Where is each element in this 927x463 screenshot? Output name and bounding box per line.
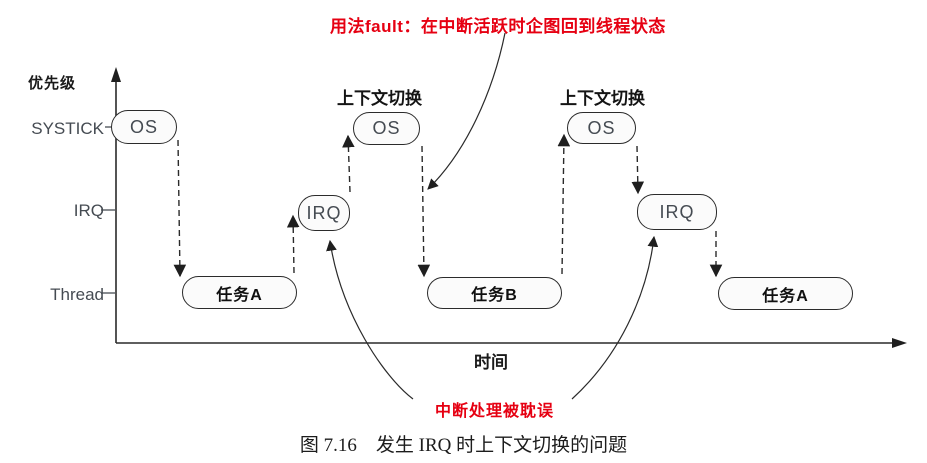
- priority-axis: [101, 67, 121, 343]
- delay-pointer-left: [326, 239, 414, 400]
- y-tick-irq: IRQ: [73, 201, 104, 220]
- transition-arrows: [173, 133, 723, 278]
- node-task-a-1: 任务A: [182, 276, 297, 309]
- time-axis-arrow-icon: [892, 338, 907, 348]
- x-axis-title: 时间: [474, 353, 508, 372]
- delay-pointer-right: [571, 235, 659, 400]
- node-task-b: 任务B: [427, 277, 562, 309]
- node-task-a-2: 任务A: [718, 277, 853, 310]
- y-tick-thread: Thread: [50, 285, 104, 304]
- y-axis-title: 优先级: [28, 75, 77, 92]
- node-irq-1: IRQ: [298, 195, 350, 231]
- node-os-2: OS: [353, 112, 420, 145]
- interrupt-delayed-annotation: 中断处理被耽误: [435, 403, 555, 420]
- time-axis: [116, 338, 907, 348]
- context-switch-label-1: 上下文切换: [337, 89, 422, 108]
- y-tick-systick: SYSTICK: [31, 119, 104, 138]
- usage-fault-pointer: [427, 32, 506, 190]
- annotation-pointer-arrows: [326, 32, 659, 400]
- usage-fault-annotation: 用法fault：在中断活跃时企图回到线程状态: [330, 17, 666, 36]
- node-os-1: OS: [111, 110, 177, 144]
- figure-caption: 图 7.16 发生 IRQ 时上下文切换的问题: [299, 435, 628, 456]
- node-irq-2: IRQ: [637, 194, 717, 230]
- node-os-3: OS: [567, 112, 636, 144]
- context-switch-label-2: 上下文切换: [560, 89, 645, 108]
- priority-axis-arrow-icon: [111, 67, 121, 82]
